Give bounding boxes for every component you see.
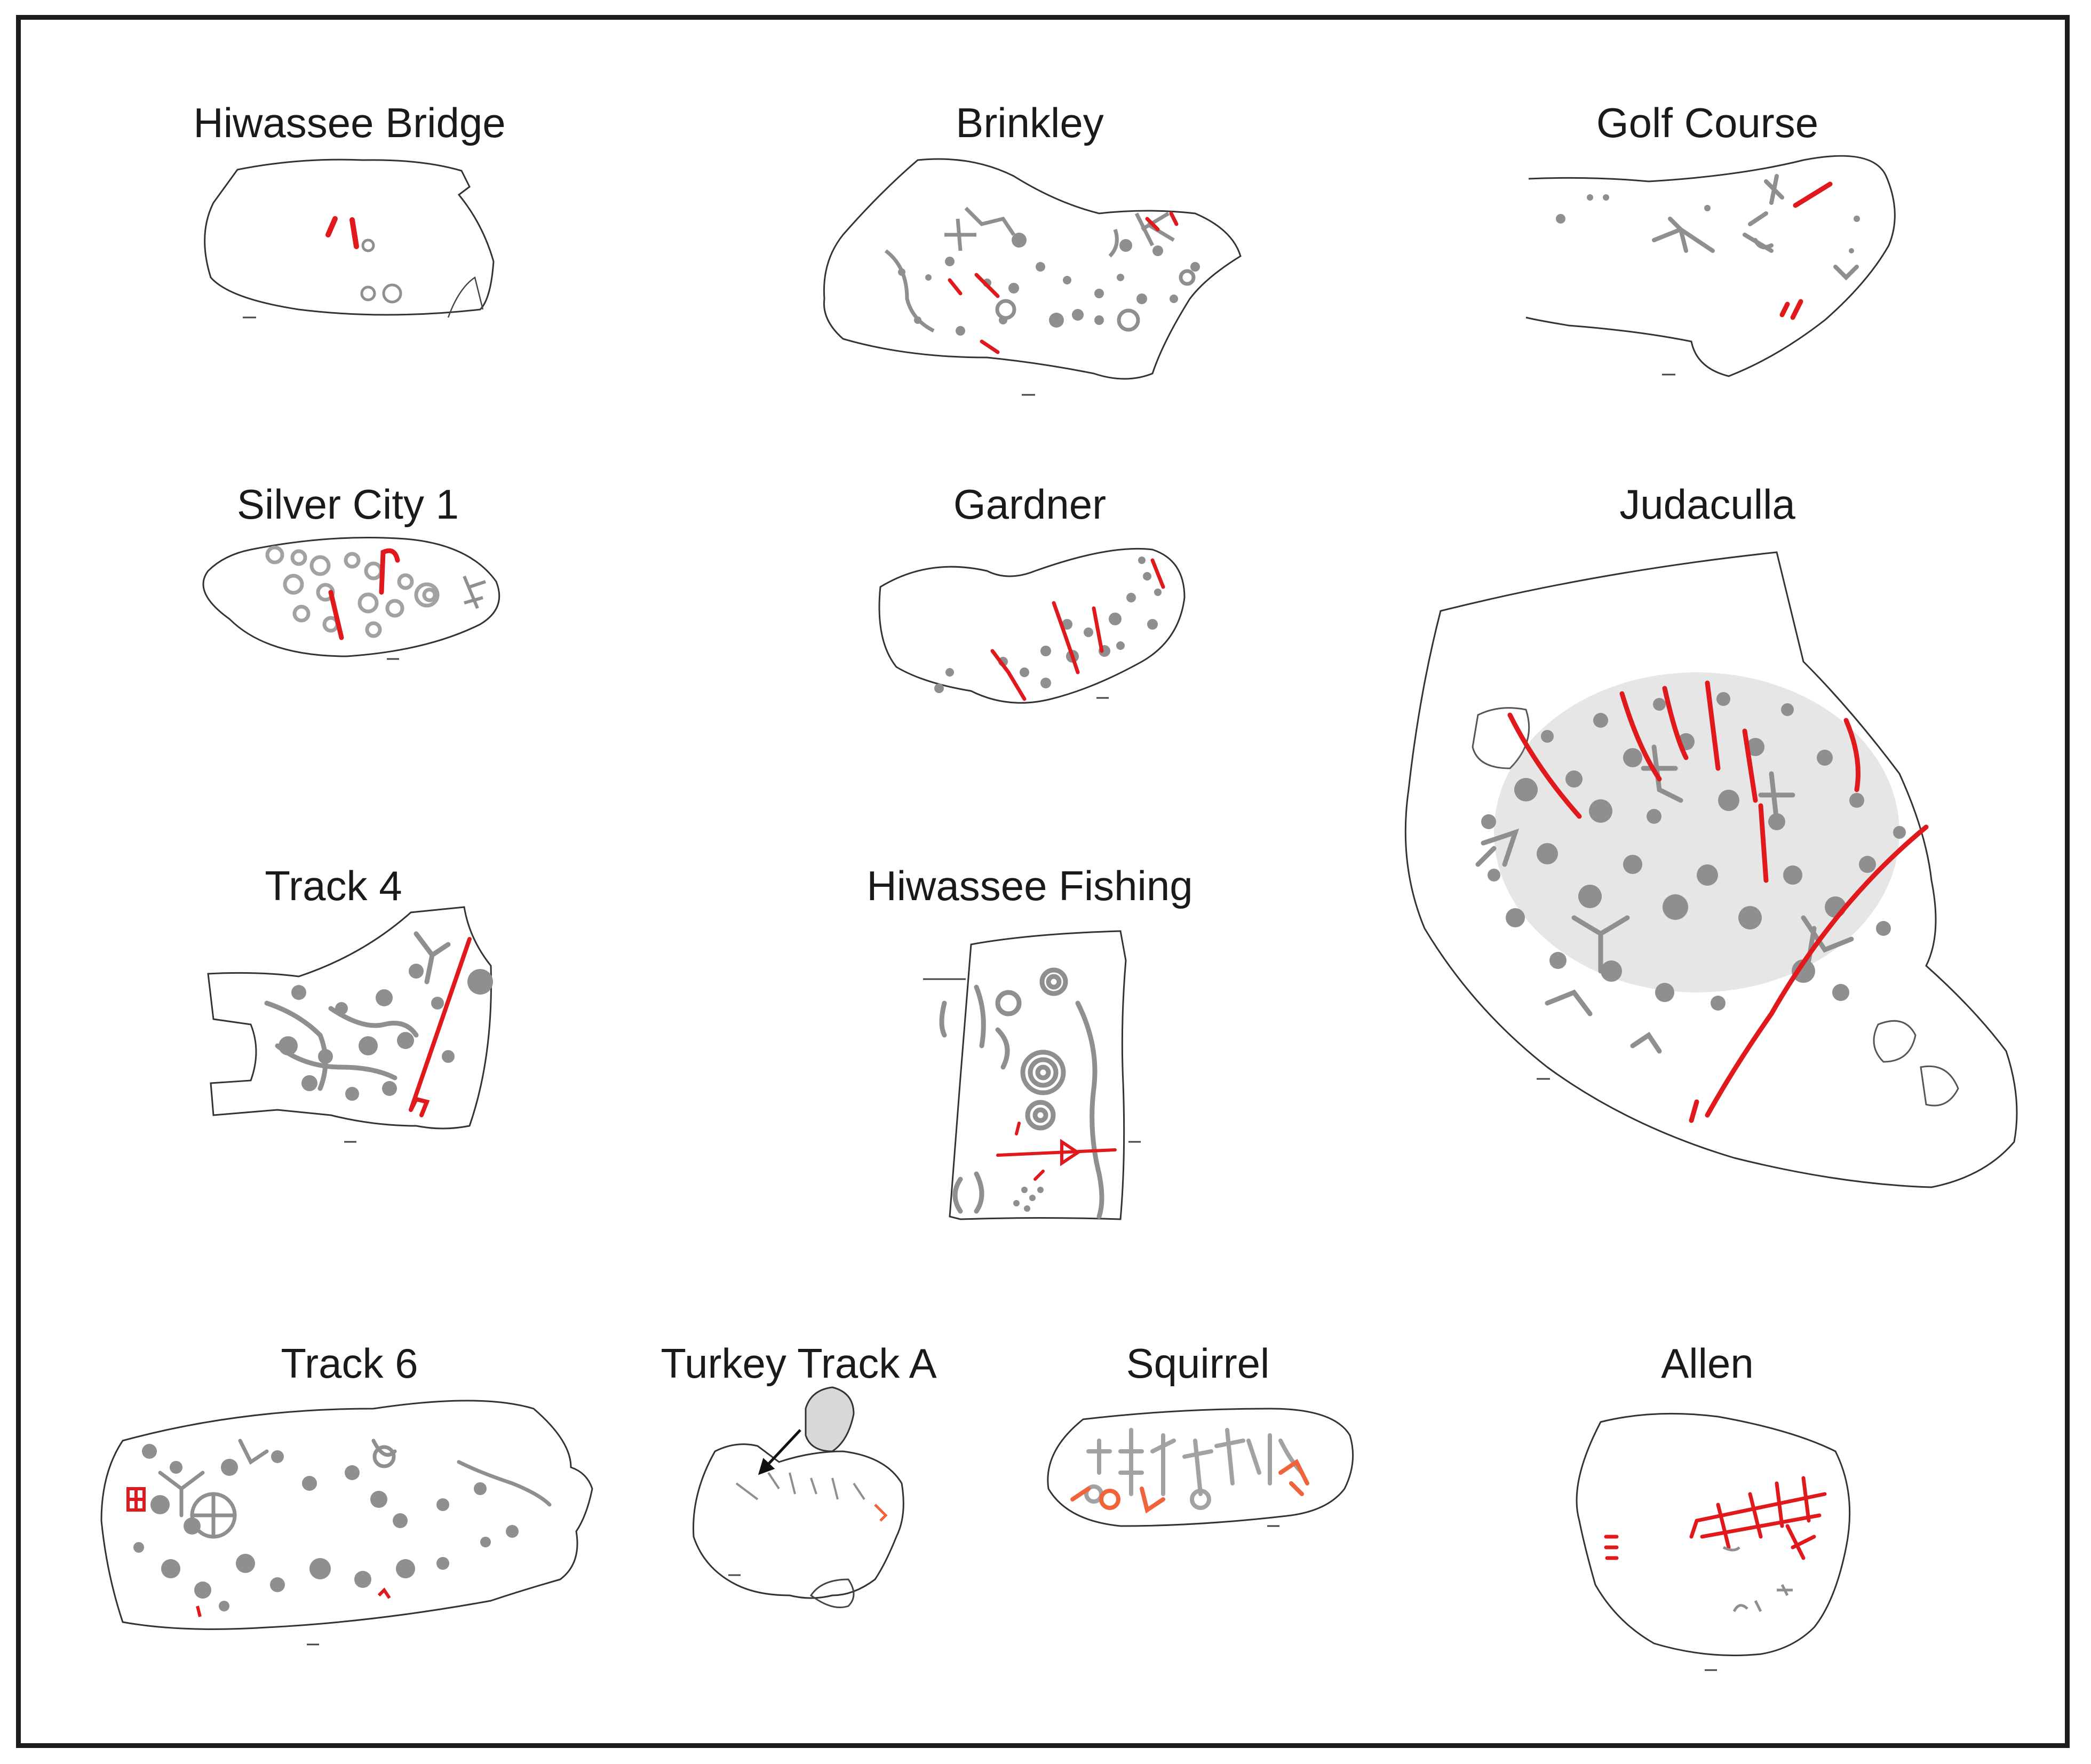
rock-hiwassee-bridge — [204, 158, 495, 319]
rock-judaculla — [1404, 551, 2018, 1188]
title-gardner: Gardner — [953, 481, 1107, 528]
title-track-4: Track 4 — [265, 862, 402, 909]
title-brinkley: Brinkley — [956, 99, 1104, 146]
title-silver-city-1: Silver City 1 — [236, 481, 459, 528]
rock-brinkley — [823, 158, 1242, 396]
rock-track-4 — [207, 906, 493, 1143]
title-hiwassee-bridge: Hiwassee Bridge — [193, 99, 506, 146]
rock-turkey-track-a — [693, 1386, 904, 1608]
rock-hiwassee-fishing — [923, 930, 1141, 1220]
title-hiwassee-fishing: Hiwassee Fishing — [866, 862, 1193, 909]
figure-frame — [16, 15, 2070, 1748]
rock-track-6 — [100, 1400, 593, 1646]
rock-golf-course — [1525, 155, 1896, 377]
title-judaculla: Judaculla — [1619, 481, 1795, 528]
title-track-6: Track 6 — [281, 1340, 418, 1387]
rock-allen — [1576, 1412, 1851, 1671]
title-allen: Allen — [1661, 1340, 1754, 1387]
rock-silver-city-1 — [202, 537, 500, 660]
rock-gardner — [878, 547, 1186, 704]
rock-squirrel — [1047, 1408, 1354, 1527]
title-turkey-track-a: Turkey Track A — [661, 1340, 937, 1387]
title-golf-course: Golf Course — [1596, 99, 1819, 146]
title-squirrel: Squirrel — [1126, 1340, 1270, 1387]
